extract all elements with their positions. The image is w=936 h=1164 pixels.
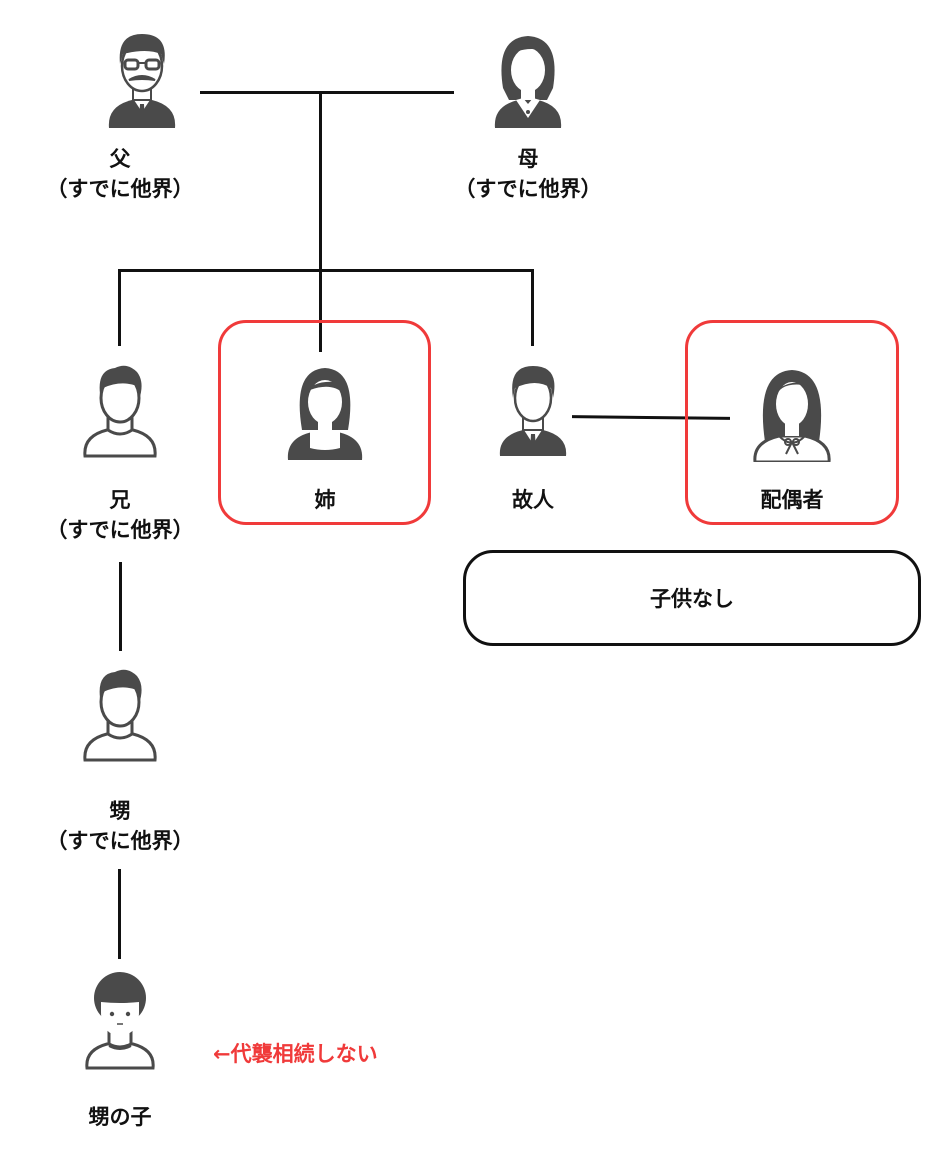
- sister-highlight-box: [218, 320, 431, 525]
- spouse-node: [737, 362, 847, 462]
- sister-node: [270, 360, 380, 460]
- spouse-highlight-box: [685, 320, 899, 525]
- woman-collar-icon: [494, 36, 562, 128]
- man-outline-icon: [83, 669, 157, 762]
- man-outline-icon: [83, 365, 157, 458]
- mother-label: 母 （すでに他界）: [438, 144, 618, 204]
- nephew-status: （すでに他界）: [46, 829, 194, 853]
- woman-ribbon-icon: [753, 370, 831, 462]
- nephew-child-line: [118, 869, 121, 959]
- brother-nephew-line: [119, 562, 122, 651]
- deceased-name: 故人: [512, 488, 554, 512]
- spouse-label: 配偶者: [702, 485, 882, 515]
- brother-label: 兄 （すでに他界）: [30, 485, 210, 545]
- parents-descent-line: [319, 93, 322, 352]
- spouse-name: 配偶者: [760, 488, 824, 512]
- sister-name: 姉: [314, 488, 336, 512]
- mother-status: （すでに他界）: [454, 177, 602, 201]
- no-representation-note: ←代襲相続しない: [213, 1042, 378, 1066]
- mother-node: [473, 28, 583, 128]
- father-name: 父: [109, 147, 131, 171]
- no-children-box: 子供なし: [463, 550, 921, 646]
- nephew-node: [65, 664, 175, 764]
- nephew-name: 甥: [109, 799, 131, 823]
- grandnephew-name: 甥の子: [88, 1105, 152, 1129]
- brother-name: 兄: [109, 488, 131, 512]
- sister-label: 姉: [235, 485, 415, 515]
- father-status: （すでに他界）: [46, 177, 194, 201]
- brother-status: （すでに他界）: [46, 518, 194, 542]
- man-glasses-mustache-icon: [108, 34, 176, 128]
- father-label: 父 （すでに他界）: [30, 144, 210, 204]
- siblings-bar: [118, 269, 534, 272]
- deceased-drop-line: [531, 269, 534, 346]
- deceased-node: [478, 360, 588, 460]
- grandnephew-label: 甥の子: [30, 1102, 210, 1132]
- mother-name: 母: [517, 147, 539, 171]
- boy-icon: [85, 972, 155, 1070]
- no-children-label: 子供なし: [650, 587, 734, 611]
- deceased-label: 故人: [443, 485, 623, 515]
- woman-icon: [287, 368, 363, 460]
- grandnephew-node: [65, 972, 175, 1072]
- nephew-label: 甥 （すでに他界）: [30, 796, 210, 856]
- father-node: [87, 28, 197, 128]
- man-suit-icon: [499, 366, 567, 456]
- brother-node: [65, 360, 175, 460]
- brother-drop-line: [118, 269, 121, 346]
- parents-marriage-line: [200, 91, 454, 94]
